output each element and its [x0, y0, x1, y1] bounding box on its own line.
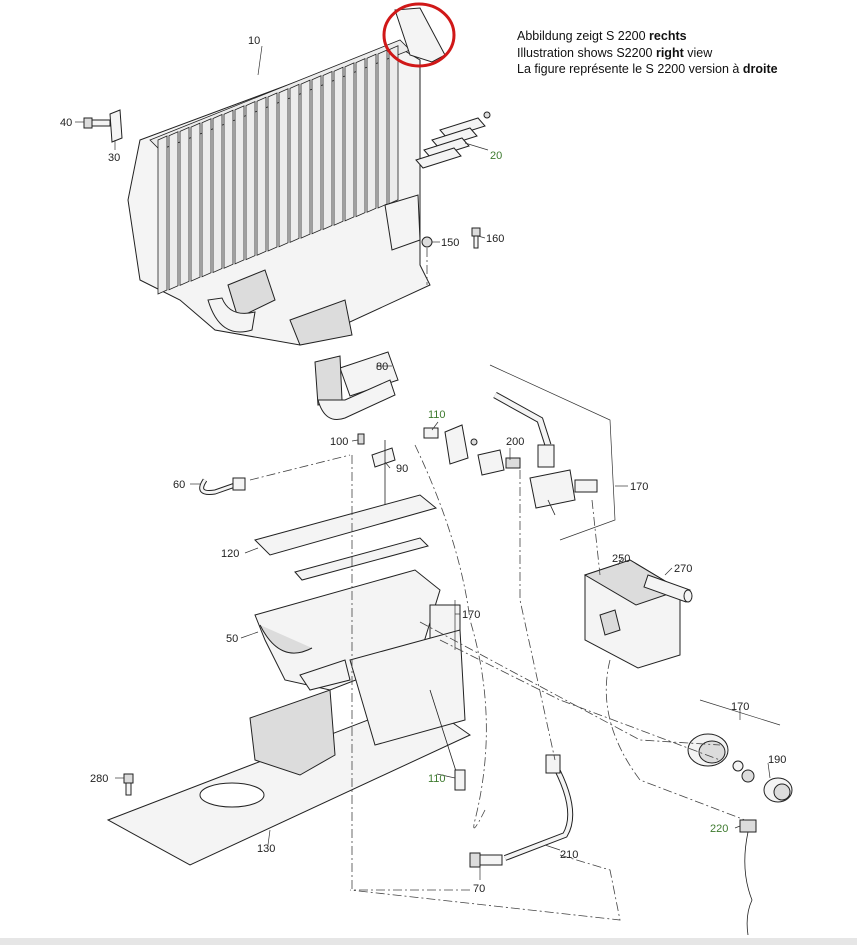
diagram-caption: Abbildung zeigt S 2200 rechts Illustrati…: [517, 28, 778, 78]
thermocouple-connector-part-110: [423, 424, 478, 465]
cooling-fin: [179, 126, 190, 287]
gasket-strip-part-120: [254, 494, 438, 581]
screw-part-100: [357, 433, 365, 445]
screw-part-40: [83, 117, 111, 129]
cooling-fin: [322, 70, 333, 231]
gas-valve-part-200: [477, 449, 521, 476]
label-110-bottom: 110: [428, 773, 446, 785]
cooling-fin: [168, 131, 179, 291]
cooling-fin: [344, 62, 355, 222]
label-100: 100: [330, 436, 348, 448]
caption-french: La figure représente le S 2200 version à…: [517, 61, 778, 78]
caption-german-bold: rechts: [649, 29, 687, 43]
label-190: 190: [768, 754, 786, 766]
cooling-fin: [366, 53, 377, 213]
thermocouple-part-110: [429, 689, 466, 791]
bracket-part-30: [109, 109, 123, 143]
leader-lines: [75, 45, 771, 880]
cooling-fin: [289, 83, 300, 244]
nut-part-150: [421, 236, 433, 248]
cooling-fin: [245, 100, 256, 261]
assembly-brackets: [454, 364, 781, 726]
cooling-fin: [157, 135, 168, 295]
label-20: 20: [490, 150, 502, 162]
cooling-fin: [377, 49, 388, 209]
tube-part-60: [199, 477, 246, 495]
fitting-part-70: [469, 852, 503, 868]
burner-part-80: [314, 351, 399, 420]
label-30: 30: [108, 152, 120, 164]
caption-german-text: Abbildung zeigt S 2200: [517, 29, 650, 43]
label-170-mid: 170: [462, 609, 480, 621]
cooling-fin: [300, 79, 311, 239]
cooling-fin: [190, 122, 201, 282]
control-box-part-250: [583, 559, 682, 669]
screw-part-280: [123, 773, 134, 796]
label-200: 200: [506, 436, 524, 448]
cooling-fin: [267, 92, 278, 252]
caption-english-text: Illustration shows S2200: [517, 45, 656, 60]
knob-housing-part-170: [687, 733, 755, 783]
label-110-top: 110: [428, 409, 446, 421]
label-150: 150: [441, 237, 459, 249]
cooling-fin: [388, 45, 399, 205]
cooling-fin: [234, 105, 245, 265]
label-50: 50: [226, 633, 238, 645]
label-250: 250: [612, 553, 630, 565]
cooling-fin: [333, 66, 344, 226]
caption-french-bold: droite: [742, 62, 778, 76]
label-210: 210: [560, 849, 578, 861]
label-70: 70: [473, 883, 485, 895]
label-80: 80: [376, 361, 388, 373]
cooling-fin: [311, 75, 322, 235]
switch-part-220: [739, 819, 757, 936]
caption-english: Illustration shows S2200 right view: [517, 45, 778, 62]
label-40: 40: [60, 117, 72, 129]
gasket-stack-part-20: [415, 111, 491, 169]
bottom-scroll-bar: [0, 938, 857, 945]
label-60: 60: [173, 479, 185, 491]
caption-english-bold: right: [655, 45, 684, 60]
cooling-fin: [278, 88, 289, 248]
cooling-fin: [355, 57, 366, 218]
highlight-circle: [382, 2, 456, 68]
part-labels: 10 40 30 20 150 160 80 110 100 200 90 60…: [60, 35, 786, 895]
cooling-fin: [223, 109, 234, 269]
caption-english-suffix: view: [683, 45, 713, 60]
gas-valve-assembly-part-170: [493, 391, 598, 516]
caption-french-text: La figure représente le S 2200 version à: [517, 62, 743, 76]
knob-part-190: [763, 777, 793, 803]
label-220: 220: [710, 823, 728, 835]
screw-part-160: [471, 227, 481, 249]
gas-pipe-part-210: [503, 754, 574, 861]
label-10: 10: [248, 35, 260, 47]
label-130: 130: [257, 843, 275, 855]
base-plate-part-130: [106, 629, 471, 866]
heat-exchanger-part-10: [127, 7, 446, 346]
label-160: 160: [486, 233, 504, 245]
cooling-fin: [201, 118, 212, 278]
electrode-part-90: [371, 440, 396, 505]
cooling-fin: [256, 96, 267, 256]
caption-german: Abbildung zeigt S 2200 rechts: [517, 28, 778, 45]
label-170-knob: 170: [731, 701, 749, 713]
label-120: 120: [221, 548, 239, 560]
cylinder-part-270: [643, 574, 693, 603]
cooling-fin: [212, 113, 223, 274]
label-280: 280: [90, 773, 108, 785]
label-90: 90: [396, 463, 408, 475]
label-170-valve: 170: [630, 481, 648, 493]
assembly-lines: [249, 248, 746, 921]
label-270: 270: [674, 563, 692, 575]
